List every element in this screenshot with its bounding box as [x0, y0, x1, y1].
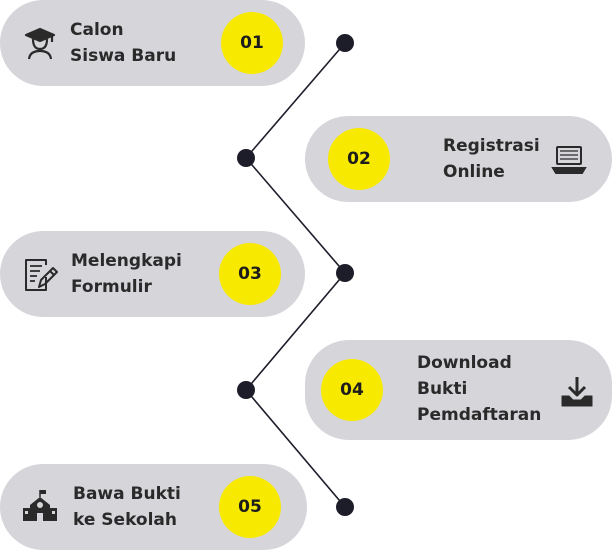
step-5-label: Bawa Bukti ke Sekolah	[73, 484, 181, 530]
step-1-label: Calon Siswa Baru	[70, 20, 177, 66]
step-2-card: 02 Registrasi Online	[305, 116, 612, 202]
download-icon	[559, 374, 595, 410]
timeline-dot	[336, 34, 354, 52]
timeline-dot	[237, 149, 255, 167]
step-4-card: 04 Download Bukti Pemdaftaran	[305, 340, 612, 440]
step-1-badge: 01	[221, 12, 283, 74]
step-4-badge: 04	[321, 359, 383, 421]
graduate-student-icon	[22, 25, 58, 61]
step-3-card: Melengkapi Formulir 03	[0, 231, 305, 317]
step-2-badge: 02	[328, 128, 390, 190]
form-edit-icon	[22, 257, 58, 293]
step-4-label: Download Bukti Pemdaftaran	[417, 353, 542, 425]
laptop-icon	[551, 141, 587, 177]
step-5-card: Bawa Bukti ke Sekolah 05	[0, 464, 307, 550]
timeline-dot	[336, 264, 354, 282]
step-3-label: Melengkapi Formulir	[71, 251, 182, 297]
timeline-dot	[336, 498, 354, 516]
step-5-badge: 05	[219, 476, 281, 538]
step-1-card: Calon Siswa Baru 01	[0, 0, 305, 86]
step-2-label: Registrasi Online	[443, 136, 540, 182]
step-3-badge: 03	[219, 243, 281, 305]
timeline-dot	[237, 381, 255, 399]
school-icon	[22, 488, 58, 524]
